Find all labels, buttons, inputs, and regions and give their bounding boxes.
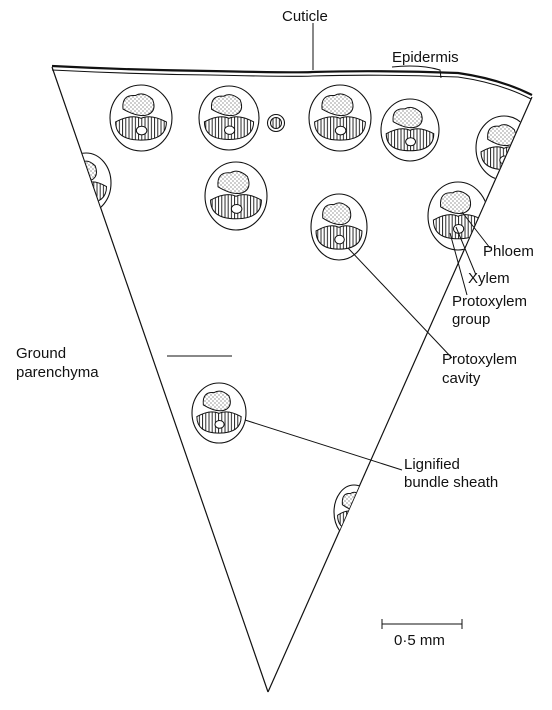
vascular-bundle <box>110 85 172 151</box>
protoxylem-cavity <box>351 519 358 526</box>
protoxylem-cavity-label-line2: cavity <box>442 370 480 388</box>
protoxylem-cavity <box>335 126 346 135</box>
protoxylem-group-label-line1: Protoxylem <box>452 293 527 311</box>
vascular-bundle <box>309 85 371 151</box>
cuticle-label: Cuticle <box>282 8 328 26</box>
ground-parenchyma-label-line1: Ground <box>16 345 66 363</box>
xylem-label: Xylem <box>468 270 510 288</box>
protoxylem-cavity-label-line1: Protoxylem <box>442 351 517 369</box>
scale-bar-label: 0·5 mm <box>394 632 445 650</box>
protoxylem-cavity <box>136 126 147 135</box>
vascular-bundle <box>199 86 259 150</box>
phloem <box>71 161 96 181</box>
xylem <box>338 511 371 530</box>
protoxylem-cavity <box>215 421 224 429</box>
bundle-sheath-label-line2: bundle sheath <box>404 474 498 492</box>
xylem <box>66 182 107 203</box>
vascular-bundle <box>205 162 267 230</box>
protoxylem-cavity <box>335 235 345 244</box>
scale-bar <box>382 619 462 629</box>
phloem-label: Phloem <box>483 243 534 261</box>
small-bundle <box>268 115 285 132</box>
protoxylem-cavity <box>82 191 91 199</box>
epidermis-label: Epidermis <box>392 49 459 67</box>
vascular-bundle <box>311 194 367 260</box>
vascular-bundle <box>61 153 111 213</box>
protoxylem-group-label-line2: group <box>452 311 490 329</box>
protoxylem-cavity <box>225 126 235 134</box>
ground-parenchyma-label-line2: parenchyma <box>16 364 99 382</box>
vascular-bundle <box>381 99 439 161</box>
protoxylem-cavity <box>231 205 242 214</box>
bundle-sheath-label-line1: Lignified <box>404 456 460 474</box>
sector-right-edge <box>268 97 532 692</box>
protoxylem-cavity-leader <box>348 248 452 358</box>
vascular-bundle <box>192 383 246 443</box>
bundle-sheath-leader <box>245 420 402 470</box>
vascular-bundle <box>476 116 532 180</box>
protoxylem-cavity <box>406 138 416 146</box>
